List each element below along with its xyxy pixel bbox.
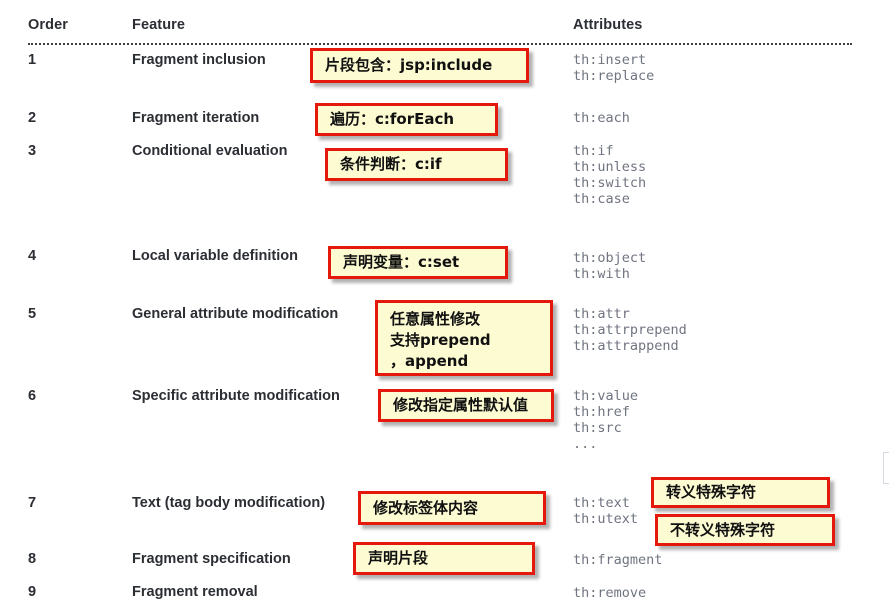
table-row-attributes: th:value th:href th:src ...	[573, 388, 639, 452]
table-row-attributes: th:remove	[573, 585, 647, 601]
table-row-feature: Text (tag body modification)	[132, 495, 326, 511]
table-row-order: 1	[28, 52, 37, 68]
note-text-body: 修改标签体内容	[358, 491, 546, 525]
table-row-attributes: th:text th:utext	[573, 495, 639, 527]
table-row-attributes: th:attr th:attrprepend th:attrappend	[573, 306, 687, 354]
scrollbar-remnant[interactable]	[883, 452, 889, 484]
column-header-attributes: Attributes	[573, 17, 643, 33]
table-row-order: 3	[28, 143, 37, 159]
note-fragment-inclusion: 片段包含：jsp:include	[310, 48, 529, 83]
table-row-feature: Fragment removal	[132, 584, 258, 600]
table-row-feature: Fragment inclusion	[132, 52, 266, 68]
table-row-order: 4	[28, 248, 37, 264]
note-general-attribute: 任意属性修改 支持prepend ，append	[375, 300, 553, 376]
table-row-attributes: th:object th:with	[573, 250, 647, 282]
table-row-order: 6	[28, 388, 37, 404]
note-local-variable: 声明变量：c:set	[328, 246, 508, 279]
table-row-order: 5	[28, 306, 37, 322]
table-row-order: 9	[28, 584, 37, 600]
table-row-feature: Conditional evaluation	[132, 143, 288, 159]
column-header-order: Order	[28, 17, 68, 33]
table-row-feature: Fragment specification	[132, 551, 291, 567]
table-row-feature: Local variable definition	[132, 248, 298, 264]
table-row-feature: General attribute modification	[132, 306, 339, 322]
note-fragment-spec: 声明片段	[353, 542, 535, 575]
note-specific-attribute: 修改指定属性默认值	[378, 389, 554, 422]
table-row-order: 2	[28, 110, 37, 126]
table-row-attributes: th:fragment	[573, 552, 663, 568]
column-header-feature: Feature	[132, 17, 186, 33]
note-unescape: 不转义特殊字符	[655, 514, 835, 546]
table-row-feature: Fragment iteration	[132, 110, 260, 126]
note-escape: 转义特殊字符	[651, 477, 830, 508]
note-conditional: 条件判断：c:if	[325, 148, 508, 181]
header-divider-rule	[28, 43, 852, 45]
table-row-order: 8	[28, 551, 37, 567]
table-row-attributes: th:if th:unless th:switch th:case	[573, 143, 647, 207]
note-fragment-iteration: 遍历：c:forEach	[315, 103, 498, 136]
table-row-attributes: th:insert th:replace	[573, 52, 655, 84]
table-row-order: 7	[28, 495, 37, 511]
table-row-feature: Specific attribute modification	[132, 388, 340, 404]
table-row-attributes: th:each	[573, 110, 630, 126]
